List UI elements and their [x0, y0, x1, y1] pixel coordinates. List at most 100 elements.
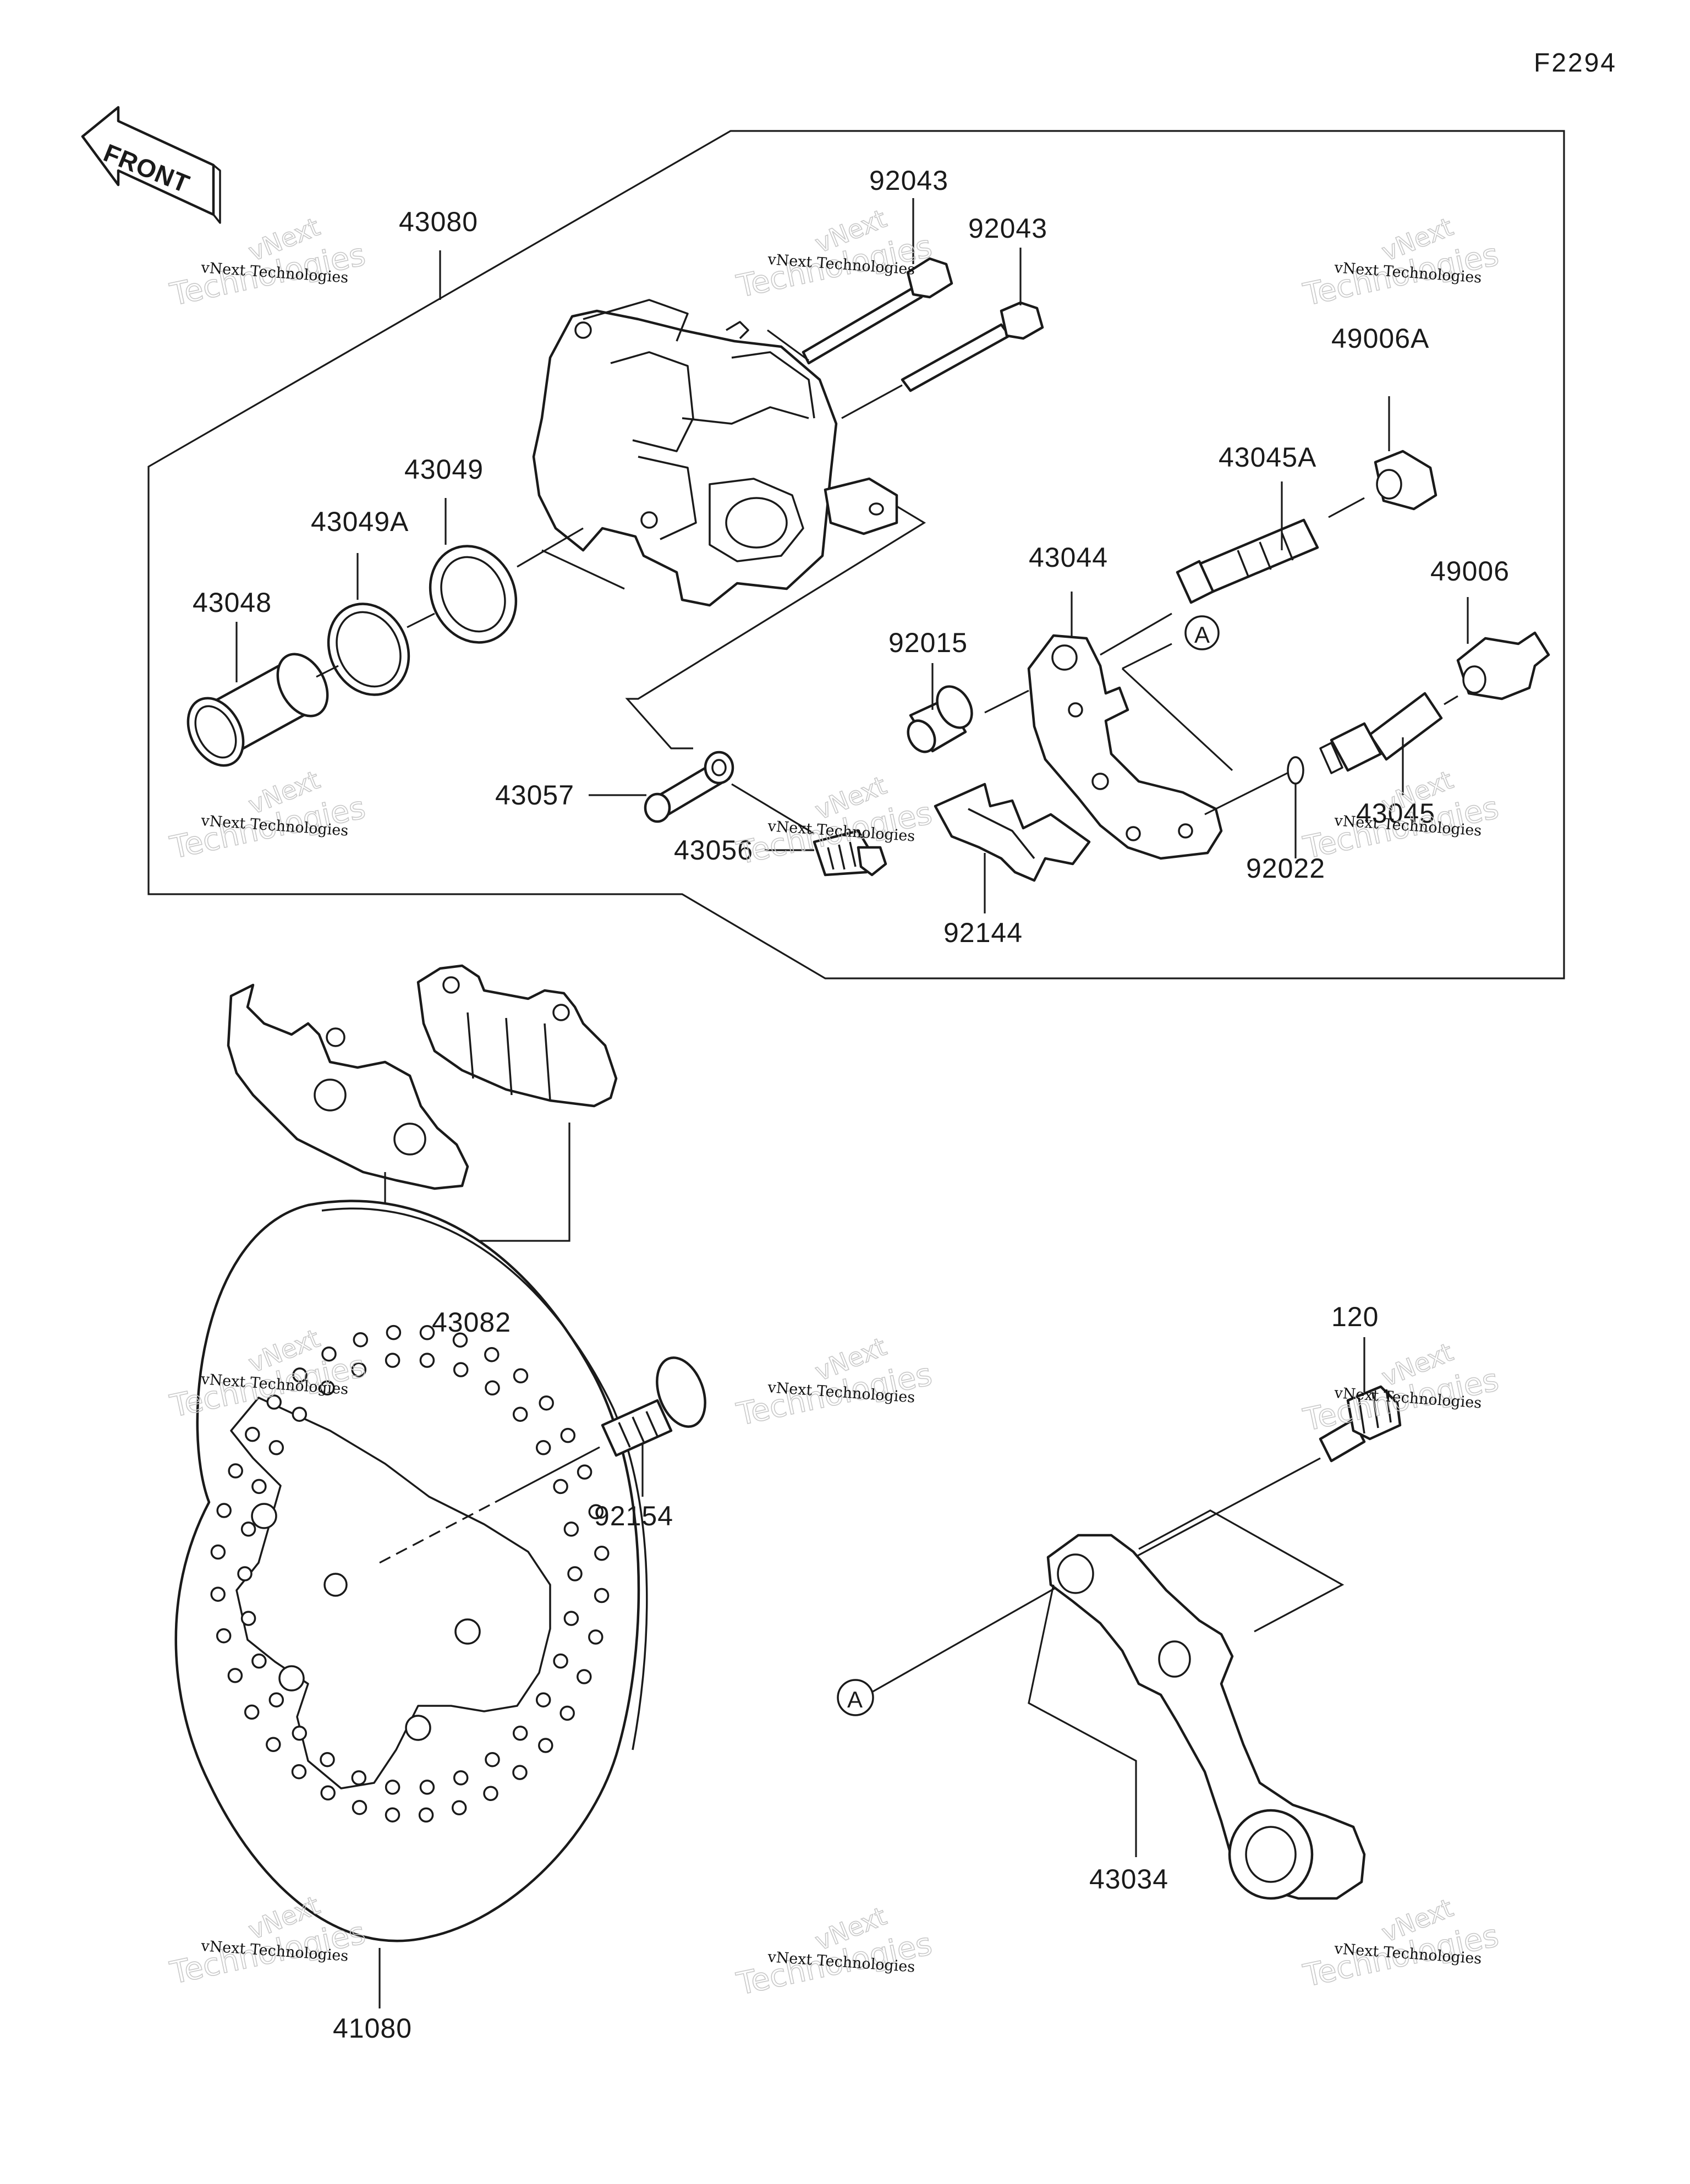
disc-hole [512, 1765, 528, 1780]
disc-hole [539, 1395, 554, 1411]
disc-hole [351, 1362, 367, 1377]
bolt-43045 [1319, 692, 1443, 774]
disc-hole [577, 1464, 592, 1480]
caliper-holder-43034 [1046, 1534, 1366, 1900]
caliper-body [532, 299, 898, 607]
disc-drill-holes [210, 1324, 610, 1823]
boot-49006 [1456, 631, 1550, 700]
disc-hole [452, 1332, 468, 1348]
disc-hole [563, 1611, 579, 1626]
pad-spring-92144 [934, 782, 1091, 882]
disc-hole [419, 1325, 435, 1340]
svg-text:A: A [847, 1687, 863, 1712]
disc-hole [320, 1785, 336, 1801]
disc-hole [385, 1807, 400, 1822]
part-label-92154: 92154 [594, 1501, 673, 1531]
piston-seal-43049 [429, 545, 518, 644]
disc-hole [513, 1368, 529, 1384]
disc-hole [353, 1332, 369, 1348]
disc-hole [594, 1546, 610, 1561]
disc-hole [553, 1479, 568, 1495]
disc-hole [210, 1586, 226, 1602]
caliper-assembly-outline [147, 130, 1565, 979]
part-label-43044: 43044 [1029, 542, 1108, 573]
front-arrow-icon: FRONT [81, 106, 221, 224]
disc-hole [594, 1588, 610, 1603]
sleeve-92015 [907, 685, 973, 753]
disc-hole [291, 1764, 307, 1780]
disc-hole [266, 1394, 282, 1410]
part-label-92043-b: 92043 [968, 213, 1047, 244]
disc-hole [453, 1362, 469, 1377]
disc-hole [352, 1799, 367, 1815]
part-label-43057: 43057 [495, 780, 574, 811]
brake-pad [416, 964, 618, 1108]
disc-hole [453, 1770, 469, 1786]
disc-hole [351, 1770, 367, 1786]
disc-hole [385, 1353, 400, 1368]
brake-pad-shim [227, 983, 469, 1190]
part-label-120: 120 [1331, 1301, 1379, 1332]
part-label-92144: 92144 [943, 917, 1023, 948]
disc-hole [266, 1737, 281, 1753]
caliper-bracket [1027, 634, 1223, 860]
disc-hole [240, 1521, 256, 1537]
disc-hole [227, 1668, 243, 1683]
disc-hole [588, 1504, 604, 1520]
disc-hole [484, 1346, 500, 1362]
disc-hole [320, 1751, 335, 1767]
disc-hole [251, 1479, 267, 1495]
disc-hole [483, 1786, 498, 1802]
disc-hole [535, 1440, 551, 1455]
disc-bolt-92154 [601, 1356, 706, 1457]
reference-mark-a-upper: A [1184, 615, 1220, 650]
disc-hole [292, 1406, 308, 1422]
part-label-49006: 49006 [1430, 556, 1510, 587]
disc-hole [418, 1807, 434, 1823]
piston-43048 [186, 653, 329, 767]
dust-seal-43049A [327, 603, 410, 696]
disc-hole [292, 1367, 308, 1383]
disc-hole [512, 1726, 528, 1741]
part-label-92043-a: 92043 [869, 165, 948, 196]
disc-hole [245, 1426, 260, 1442]
disc-hole [320, 1380, 335, 1396]
part-label-43045A: 43045A [1219, 442, 1316, 473]
disc-hole [228, 1463, 243, 1479]
svg-text:A: A [1194, 622, 1210, 648]
disc-hole [567, 1566, 583, 1581]
disc-hole [485, 1380, 500, 1396]
slide-pin-1 [802, 257, 953, 365]
bleed-valve-43056 [813, 829, 887, 877]
washer-92022 [1287, 756, 1304, 785]
disc-hole [451, 1800, 467, 1816]
bleed-cap-43057 [644, 751, 734, 823]
disc-hole [563, 1521, 579, 1537]
bolt-120 [1319, 1385, 1402, 1463]
disc-hole [385, 1780, 400, 1795]
disc-hole [538, 1738, 553, 1753]
part-label-92015: 92015 [888, 627, 968, 658]
part-label-43082: 43082 [432, 1307, 511, 1338]
slide-pin-2 [901, 301, 1044, 392]
figure-code: F2294 [1534, 48, 1617, 78]
part-label-41080: 41080 [333, 2013, 412, 2044]
disc-hole [512, 1406, 528, 1422]
disc-hole [268, 1692, 284, 1707]
disc-hole [535, 1692, 551, 1707]
part-label-43080: 43080 [399, 206, 478, 237]
part-label-43048: 43048 [193, 587, 272, 618]
disc-hole [210, 1544, 226, 1560]
disc-hole [485, 1751, 500, 1767]
disc-hole [588, 1629, 603, 1645]
disc-hole [553, 1653, 568, 1669]
part-label-49006A: 49006A [1331, 323, 1429, 354]
disc-hole [292, 1726, 308, 1741]
disc-hole [244, 1704, 260, 1720]
disc-hole [321, 1346, 337, 1362]
disc-hole [216, 1503, 232, 1518]
disc-hole [216, 1628, 232, 1644]
bolt-43045A [1176, 518, 1319, 604]
boot-49006A [1374, 450, 1437, 511]
